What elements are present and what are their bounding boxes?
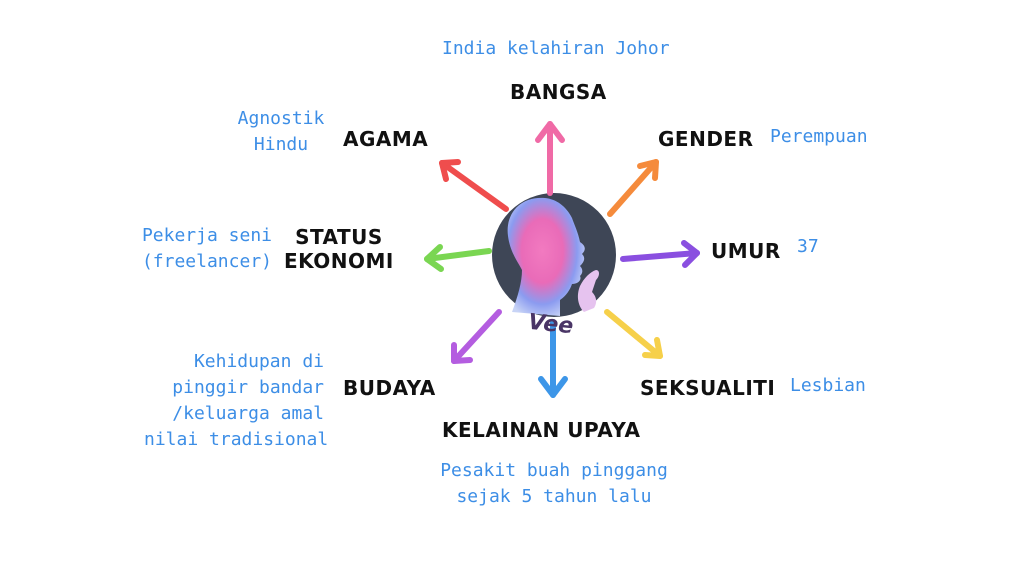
kelainan-upaya-value: Pesakit buah pinggang sejak 5 tahun lalu [430, 458, 678, 510]
bangsa-value: India kelahiran Johor [442, 36, 670, 62]
center-name: Vee [526, 309, 575, 340]
arrow-budaya [451, 309, 502, 364]
arrow-gender [607, 159, 659, 217]
agama-value-line-2: Hindu [253, 134, 309, 155]
arrow-kelainan-upaya [538, 319, 568, 398]
seksualiti-value: Lesbian [790, 373, 866, 399]
hand-icon [577, 270, 599, 312]
bangsa-value-line: India kelahiran Johor [442, 38, 670, 59]
kelainan-upaya-value-line-2: sejak 5 tahun lalu [456, 486, 652, 507]
agama-label: AGAMA [343, 127, 429, 151]
umur-value: 37 [797, 234, 819, 260]
status-ekonomi-value-line-1: Pekerja seni [141, 225, 272, 246]
status-ekonomi-label-line-2: EKONOMI [284, 249, 394, 273]
arrow-seksualiti [604, 309, 663, 359]
gender-value-line: Perempuan [770, 126, 868, 147]
budaya-value-line-3: /keluarga amal [172, 403, 324, 424]
budaya-value-line-4: nilai tradisional [144, 429, 329, 450]
bangsa-label: BANGSA [510, 80, 607, 104]
kelainan-upaya-label: KELAINAN UPAYA [442, 418, 641, 442]
arrow-status-ekonomi [424, 244, 492, 272]
budaya-value-line-2: pinggir bandar [172, 377, 324, 398]
budaya-label: BUDAYA [343, 376, 436, 400]
status-ekonomi-value-line-2: (freelancer) [141, 251, 272, 272]
seksualiti-value-line: Lesbian [790, 375, 866, 396]
status-ekonomi-value: Pekerja seni (freelancer) [132, 223, 272, 275]
arrow-umur [620, 240, 700, 268]
agama-value-line-1: Agnostik [237, 108, 325, 129]
kelainan-upaya-value-line-1: Pesakit buah pinggang [440, 460, 668, 481]
center-portrait [492, 193, 616, 317]
seksualiti-label: SEKSUALITI [640, 376, 776, 400]
agama-value: Agnostik Hindu [226, 106, 336, 158]
gender-label: GENDER [658, 127, 754, 151]
status-ekonomi-label: STATUS EKONOMI [284, 225, 394, 273]
budaya-value-line-1: Kehidupan di [193, 351, 324, 372]
gender-value: Perempuan [770, 124, 868, 150]
arrow-agama [439, 159, 509, 212]
umur-label: UMUR [711, 239, 781, 263]
budaya-value: Kehidupan di pinggir bandar /keluarga am… [144, 349, 329, 453]
silhouette-portrait-icon [507, 197, 585, 316]
umur-value-line: 37 [797, 236, 819, 257]
arrow-bangsa [535, 121, 565, 196]
status-ekonomi-label-line-1: STATUS [295, 225, 383, 249]
